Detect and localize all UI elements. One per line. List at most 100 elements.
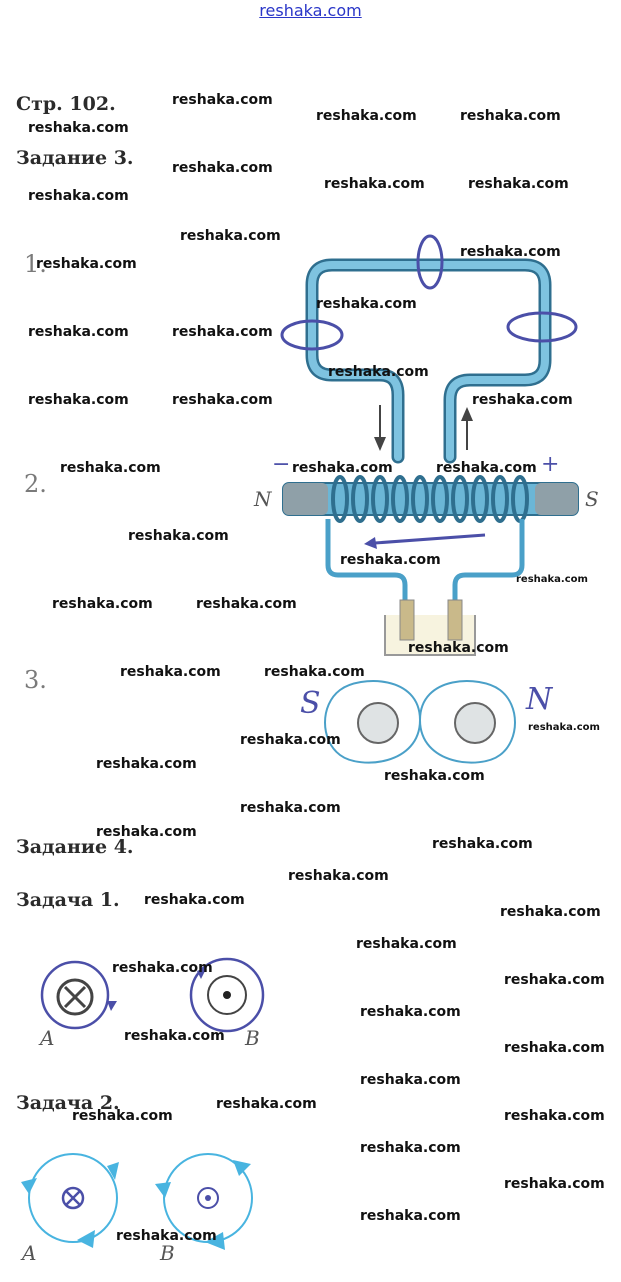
watermark: reshaka.com [528, 722, 600, 733]
watermark: reshaka.com [196, 596, 297, 612]
watermark: reshaka.com [504, 1040, 605, 1056]
tube-fill [308, 261, 549, 461]
watermark: reshaka.com [172, 324, 273, 340]
item-number-2: 2. [24, 470, 47, 498]
watermark: reshaka.com [264, 664, 365, 680]
watermark: reshaka.com [28, 120, 129, 136]
watermark: reshaka.com [316, 108, 417, 124]
watermark: reshaka.com [96, 756, 197, 772]
current-arrow-shaft [374, 533, 486, 545]
watermark: reshaka.com [460, 244, 561, 260]
task3-heading: Задание 3. [16, 147, 134, 169]
problem2-label-a: A [22, 1241, 37, 1265]
minus-sign: − [272, 452, 291, 477]
loop-right-icon [506, 311, 578, 343]
watermark: reshaka.com [172, 160, 273, 176]
figure3-conductors-diagram [324, 680, 516, 764]
wire-right [452, 519, 525, 610]
watermark: reshaka.com [120, 664, 221, 680]
dot-b2 [205, 1195, 211, 1201]
core-end-right [535, 483, 578, 515]
problem1-diagram [40, 957, 265, 1033]
field-circle-a [40, 960, 110, 1030]
task4-heading: Задание 4. [16, 836, 134, 858]
watermark: reshaka.com [28, 188, 129, 204]
problem1-heading: Задача 1. [16, 889, 120, 911]
tube-outline [305, 258, 552, 464]
watermark: reshaka.com [340, 552, 441, 568]
watermark: reshaka.com [384, 768, 485, 784]
watermark: reshaka.com [408, 640, 509, 656]
watermark: reshaka.com [60, 460, 161, 476]
watermark: reshaka.com [436, 460, 537, 476]
watermark: reshaka.com [324, 176, 425, 192]
current-arrow-head [364, 537, 377, 549]
watermark: reshaka.com [124, 1028, 225, 1044]
figure2-electromagnet-diagram [282, 475, 579, 656]
watermark: reshaka.com [28, 392, 129, 408]
watermark: reshaka.com [472, 392, 573, 408]
watermark: reshaka.com [240, 732, 341, 748]
field-circle-a2 [28, 1153, 118, 1243]
watermark: reshaka.com [356, 936, 457, 952]
problem1-label-b: B [245, 1026, 260, 1050]
core-end-left [283, 483, 328, 515]
watermark: reshaka.com [172, 92, 273, 108]
watermark: reshaka.com [180, 228, 281, 244]
item-number-1: 1. [24, 250, 47, 278]
watermark: reshaka.com [516, 574, 588, 585]
watermark: reshaka.com [36, 256, 137, 272]
pole-s-label: S [585, 487, 599, 511]
direction-arrow-a [107, 1001, 117, 1011]
pole-n-handwritten: N [526, 682, 553, 717]
watermark: reshaka.com [504, 1108, 605, 1124]
wire-left [325, 519, 408, 610]
watermark: reshaka.com [360, 1208, 461, 1224]
site-link[interactable]: reshaka.com [259, 1, 362, 20]
watermark: reshaka.com [72, 1108, 173, 1124]
dot-b [223, 991, 231, 999]
watermark: reshaka.com [360, 1072, 461, 1088]
page-number-heading: Стр. 102. [16, 93, 116, 115]
watermark: reshaka.com [128, 528, 229, 544]
figure1-tube-diagram [280, 234, 578, 464]
direction-arrow-b [197, 967, 207, 979]
watermark: reshaka.com [52, 596, 153, 612]
arrow-a2-right [107, 1162, 119, 1180]
arrow-b2-top [233, 1160, 251, 1176]
arrow-down-head [374, 437, 386, 451]
electrode-left [399, 599, 415, 641]
arrow-b2-bottom [205, 1232, 225, 1250]
watermark: reshaka.com [96, 824, 197, 840]
arrow-b2-left [155, 1182, 171, 1198]
arrow-up-head [461, 407, 473, 421]
item-number-3: 3. [24, 666, 47, 694]
watermark: reshaka.com [460, 108, 561, 124]
watermark: reshaka.com [240, 800, 341, 816]
loop-top-icon [416, 234, 444, 290]
problem2-diagram [21, 1153, 253, 1250]
watermark: reshaka.com [288, 868, 389, 884]
watermark: reshaka.com [316, 296, 417, 312]
problem1-label-a: A [40, 1026, 55, 1050]
watermark: reshaka.com [172, 392, 273, 408]
watermark: reshaka.com [468, 176, 569, 192]
conductor-left [357, 702, 399, 744]
watermark: reshaka.com [504, 972, 605, 988]
watermark: reshaka.com [500, 904, 601, 920]
watermark: reshaka.com [144, 892, 245, 908]
problem2-label-b: B [160, 1241, 175, 1265]
conductor-right [454, 702, 496, 744]
pole-n-label: N [254, 487, 272, 511]
watermark: reshaka.com [504, 1176, 605, 1192]
watermark: reshaka.com [28, 324, 129, 340]
loop-left-icon [280, 319, 344, 351]
watermark: reshaka.com [116, 1228, 217, 1244]
watermark: reshaka.com [216, 1096, 317, 1112]
watermark: reshaka.com [292, 460, 393, 476]
field-circle-b [189, 957, 265, 1033]
watermark: reshaka.com [112, 960, 213, 976]
watermark: reshaka.com [432, 836, 533, 852]
problem2-heading: Задача 2. [16, 1092, 120, 1114]
arrow-a2-bottom [77, 1230, 95, 1248]
